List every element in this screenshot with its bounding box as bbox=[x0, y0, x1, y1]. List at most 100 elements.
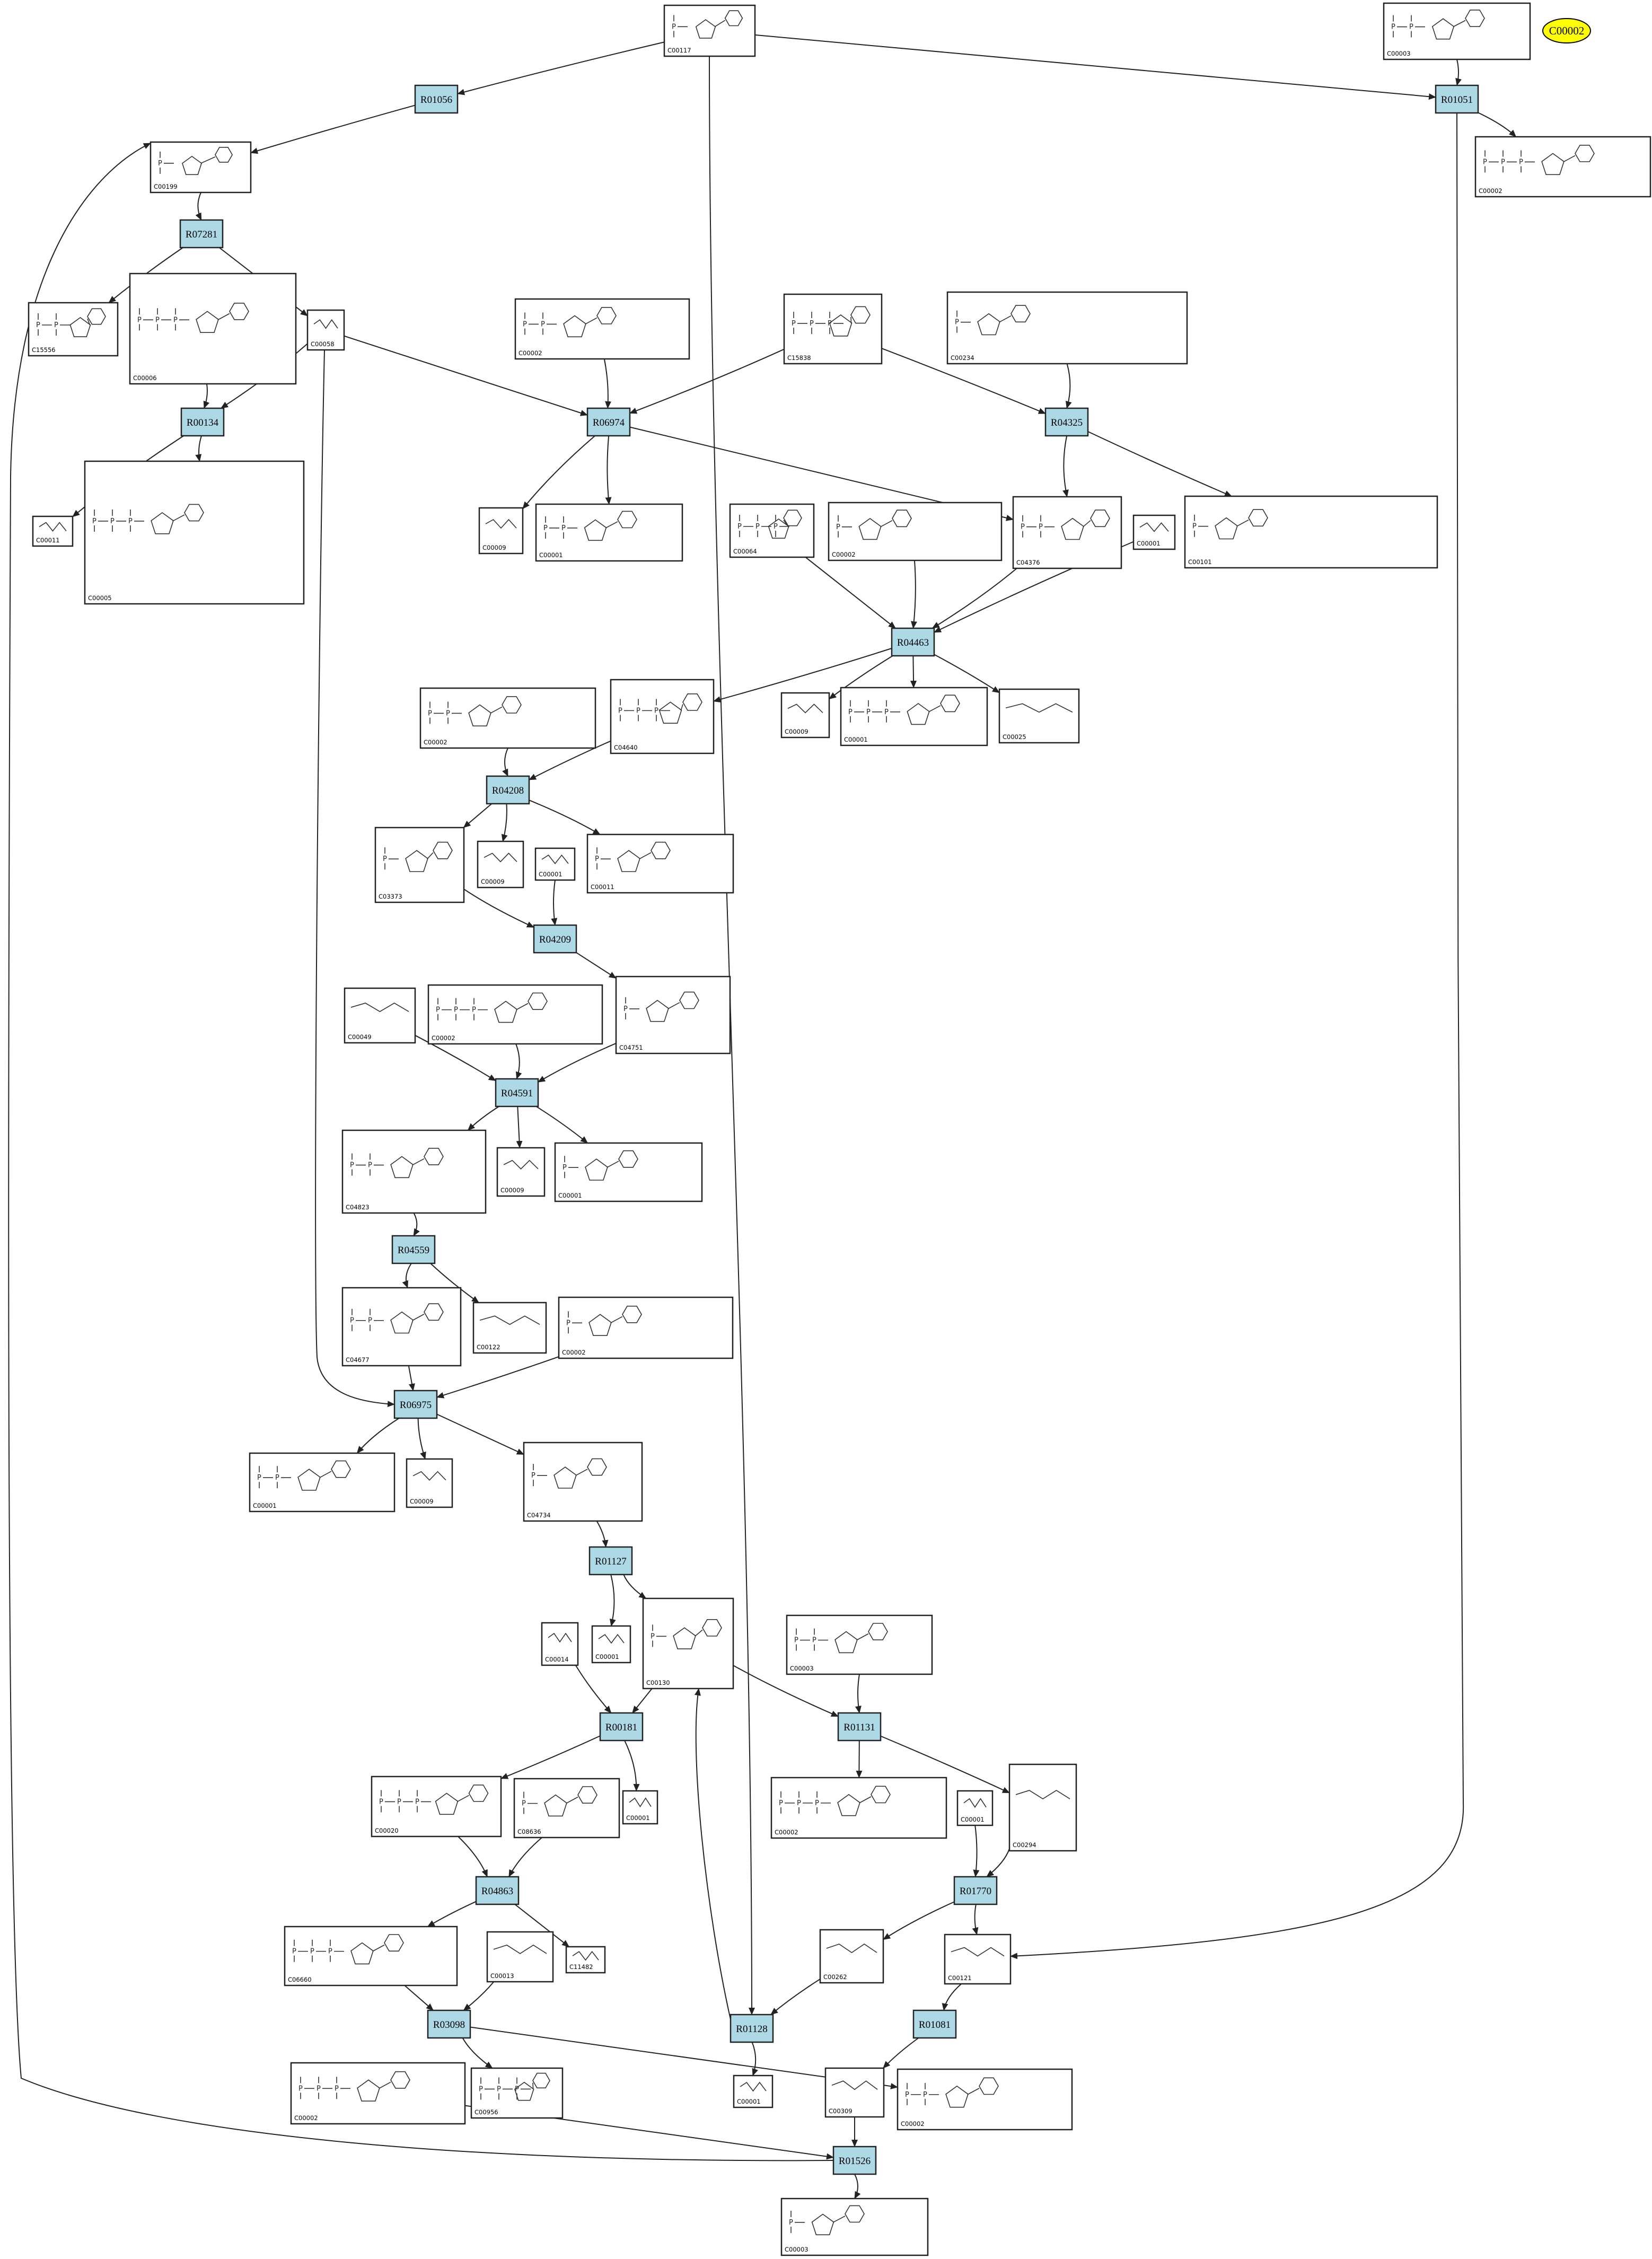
reaction-node[interactable]: R01081 bbox=[912, 2009, 957, 2039]
compound-node[interactable]: C00009 bbox=[496, 1147, 546, 1197]
compound-box[interactable] bbox=[783, 293, 883, 365]
reaction-box[interactable] bbox=[179, 219, 224, 249]
compound-node[interactable]: C00009 bbox=[477, 840, 524, 889]
compound-box[interactable] bbox=[496, 1147, 546, 1197]
reaction-node[interactable]: R01131 bbox=[837, 1712, 882, 1742]
compound-box[interactable] bbox=[998, 688, 1080, 744]
reaction-node[interactable]: R04325 bbox=[1044, 407, 1089, 437]
reaction-node[interactable]: R03098 bbox=[427, 2009, 471, 2039]
compound-box[interactable] bbox=[284, 1926, 458, 1986]
compound-box[interactable] bbox=[1008, 1763, 1077, 1852]
compound-box[interactable] bbox=[729, 503, 815, 558]
compound-box[interactable] bbox=[541, 1622, 579, 1666]
compound-box[interactable] bbox=[371, 1775, 502, 1838]
reaction-box[interactable] bbox=[832, 2146, 877, 2175]
compound-box[interactable] bbox=[419, 687, 596, 749]
reaction-node[interactable]: R01056 bbox=[414, 84, 459, 114]
reaction-node[interactable]: R04559 bbox=[391, 1235, 436, 1264]
compound-box[interactable] bbox=[610, 679, 715, 754]
reaction-box[interactable] bbox=[475, 1876, 520, 1905]
compound-node[interactable]: C00058 bbox=[306, 309, 345, 351]
reaction-box[interactable] bbox=[586, 407, 631, 437]
reaction-box[interactable] bbox=[730, 2014, 774, 2043]
compound-node[interactable]: C00013 bbox=[486, 1931, 554, 1983]
compound-box[interactable] bbox=[477, 840, 524, 889]
compound-node[interactable]: C00262 bbox=[819, 1929, 884, 1984]
reaction-box[interactable] bbox=[953, 1876, 998, 1905]
reaction-box[interactable] bbox=[837, 1712, 882, 1742]
reaction-box[interactable] bbox=[912, 2009, 957, 2039]
compound-box[interactable] bbox=[1132, 514, 1176, 550]
reaction-node[interactable]: R01051 bbox=[1435, 84, 1479, 114]
reaction-node[interactable]: R01770 bbox=[953, 1876, 998, 1905]
compound-node[interactable]: C00014 bbox=[541, 1622, 579, 1666]
reaction-box[interactable] bbox=[1044, 407, 1089, 437]
compound-box[interactable] bbox=[946, 291, 1188, 365]
compound-box[interactable] bbox=[1383, 2, 1531, 60]
reaction-node[interactable]: R06975 bbox=[393, 1390, 438, 1419]
compound-node[interactable]: C00121 bbox=[944, 1933, 1012, 1985]
reaction-node[interactable]: R04863 bbox=[475, 1876, 520, 1905]
compound-box[interactable] bbox=[770, 1777, 947, 1839]
reaction-box[interactable] bbox=[495, 1078, 539, 1107]
compound-node[interactable]: C00009 bbox=[406, 1458, 453, 1508]
compound-box[interactable] bbox=[956, 1790, 994, 1826]
compound-box[interactable] bbox=[1012, 496, 1122, 569]
compound-box[interactable] bbox=[513, 1778, 620, 1839]
reaction-box[interactable] bbox=[486, 775, 530, 805]
reaction-node[interactable]: R00134 bbox=[180, 407, 225, 437]
compound-box[interactable] bbox=[306, 309, 345, 351]
reaction-box[interactable] bbox=[533, 924, 577, 954]
compound-box[interactable] bbox=[406, 1458, 453, 1508]
compound-node[interactable]: C00001 bbox=[591, 1625, 631, 1664]
reaction-box[interactable] bbox=[391, 1235, 436, 1264]
compound-box[interactable] bbox=[486, 1931, 554, 1983]
compound-box[interactable] bbox=[249, 1452, 396, 1513]
compound-node[interactable]: C00001 bbox=[534, 847, 576, 881]
compound-box[interactable] bbox=[780, 692, 830, 739]
compound-box[interactable] bbox=[824, 2067, 885, 2118]
compound-node[interactable]: C00309 bbox=[824, 2067, 885, 2118]
reaction-box[interactable] bbox=[393, 1390, 438, 1419]
compound-box[interactable] bbox=[786, 1614, 933, 1675]
reaction-node[interactable]: R06974 bbox=[586, 407, 631, 437]
reaction-box[interactable] bbox=[414, 84, 459, 114]
compound-node[interactable]: C00001 bbox=[956, 1790, 994, 1826]
compound-node[interactable]: C00009 bbox=[478, 507, 524, 555]
compound-box[interactable] bbox=[1184, 495, 1438, 569]
reaction-box[interactable] bbox=[599, 1712, 644, 1742]
reaction-node[interactable]: R01127 bbox=[588, 1546, 633, 1576]
compound-node[interactable]: C00001 bbox=[733, 2075, 774, 2108]
compound-box[interactable] bbox=[84, 460, 305, 605]
compound-box[interactable] bbox=[478, 507, 524, 555]
reaction-node[interactable]: R04209 bbox=[533, 924, 577, 954]
reaction-box[interactable] bbox=[588, 1546, 633, 1576]
compound-box[interactable] bbox=[472, 1302, 547, 1354]
